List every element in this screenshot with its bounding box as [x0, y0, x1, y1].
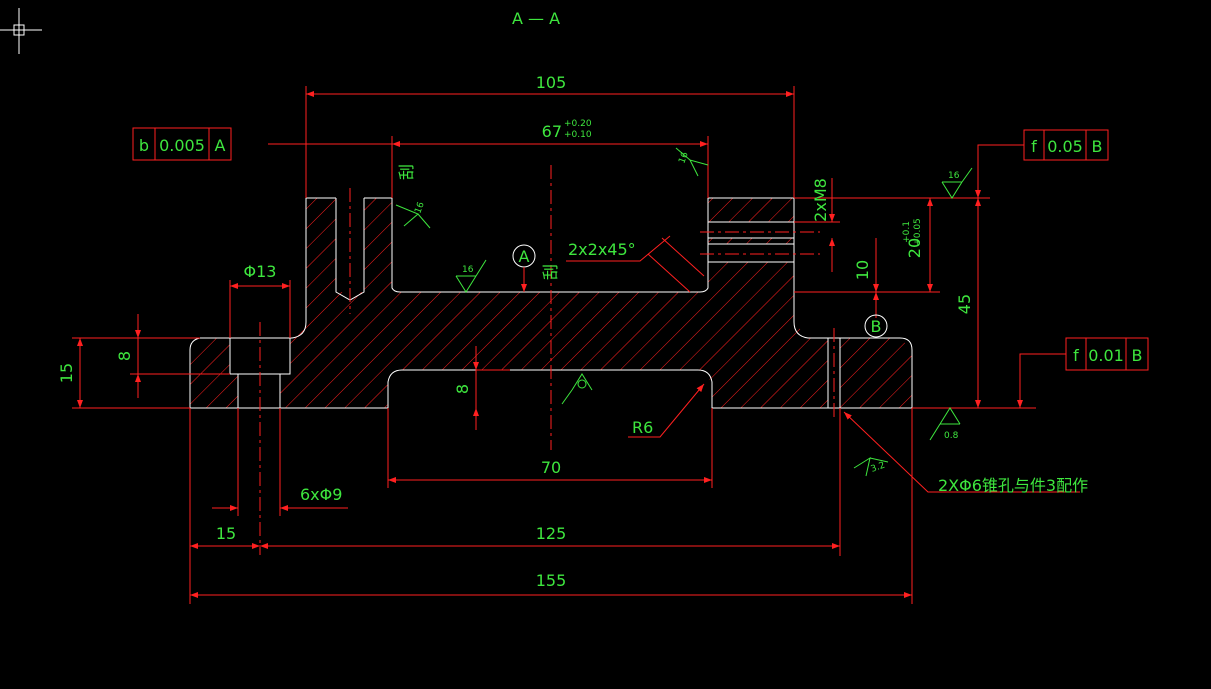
roughness-top-right-value: 16 — [948, 171, 960, 181]
tol-left-symbol: b — [139, 136, 149, 155]
dim-67-tol-upper: +0.20 — [564, 119, 592, 129]
roughness-symbol-floor-icon: 16 — [455, 259, 487, 293]
roughness-symbol-left-wall-icon: 16 — [395, 201, 431, 229]
roughness-symbol-cone-icon: 3.2 — [853, 456, 889, 477]
tol-right-mid-value: 0.01 — [1088, 346, 1124, 365]
roughness-symbol-right-wall-icon: 16 — [675, 147, 709, 177]
dim-67-tol-lower: +0.10 — [564, 130, 592, 140]
tol-right-top-symbol: f — [1031, 137, 1037, 156]
roughness-cone-value: 3.2 — [870, 461, 887, 475]
section-title: A — A — [512, 9, 560, 28]
roughness-symbol-bottom-right-icon: 0.8 — [929, 407, 961, 441]
dim-15-bottom-label: 15 — [216, 524, 236, 543]
dimension-2xm8[interactable]: 2xM8 — [794, 178, 990, 272]
scrape-label-center: 刮 — [541, 264, 560, 280]
center-lines — [259, 165, 835, 555]
datum-a-label: A — [519, 247, 530, 266]
tol-left-datum: A — [215, 136, 226, 155]
dim-2xm8-label: 2xM8 — [811, 178, 830, 222]
tol-right-top-datum: B — [1092, 137, 1103, 156]
dimension-chamfer[interactable]: 2x2x45° — [566, 235, 705, 293]
tolerance-frame-left[interactable]: b 0.005 A — [132, 127, 232, 161]
dim-10-label: 10 — [853, 260, 872, 280]
dim-67-label: 67 — [542, 122, 562, 141]
dim-20-label: 20 — [905, 238, 924, 258]
scrape-note-top: 刮 — [397, 164, 416, 180]
dimension-phi13[interactable]: Φ13 — [229, 262, 291, 338]
dim-8-left-label: 8 — [115, 351, 134, 361]
dim-20-tol-upper: +0.1 — [902, 221, 912, 243]
crosshair-cursor-icon — [0, 8, 42, 54]
dimension-15-bottom[interactable]: 15 — [190, 524, 260, 549]
dimension-r6[interactable]: R6 — [628, 383, 705, 438]
dimension-67[interactable]: 67 +0.20 +0.10 — [268, 119, 709, 198]
dimension-105[interactable]: 105 — [305, 73, 795, 198]
dim-r6-label: R6 — [632, 418, 653, 437]
dim-6xphi9-label: 6xΦ9 — [300, 485, 342, 504]
dimension-155[interactable]: 155 — [189, 408, 913, 604]
dim-15-left-label: 15 — [57, 363, 76, 383]
dim-105-label: 105 — [536, 73, 567, 92]
dim-20-tol-lower: +0.05 — [913, 218, 923, 246]
dimension-70[interactable]: 70 — [387, 408, 713, 488]
tol-right-mid-symbol: f — [1073, 346, 1079, 365]
cone-holes-label: 2XΦ6锥孔与件3配作 — [938, 476, 1088, 495]
dim-155-label: 155 — [536, 571, 567, 590]
scrape-label-top: 刮 — [397, 164, 416, 180]
dim-phi13-label: Φ13 — [244, 262, 277, 281]
dimension-15-left[interactable]: 15 — [57, 337, 200, 409]
dimension-8-slot[interactable]: 8 — [453, 346, 510, 430]
tolerance-frame-right-mid[interactable]: f 0.01 B — [1017, 337, 1149, 408]
tol-right-top-value: 0.05 — [1047, 137, 1083, 156]
dimension-125[interactable]: 125 — [260, 408, 841, 556]
tol-right-mid-datum: B — [1132, 346, 1143, 365]
dimension-8-left[interactable]: 8 — [115, 314, 230, 398]
cone-holes-note[interactable]: 2XΦ6锥孔与件3配作 — [843, 411, 1088, 495]
dim-8-slot-label: 8 — [453, 384, 472, 394]
dim-70-label: 70 — [541, 458, 561, 477]
datum-b-label: B — [871, 317, 882, 336]
roughness-symbol-slot-icon — [561, 373, 593, 405]
tolerance-frame-right-top[interactable]: f 0.05 B — [975, 129, 1109, 198]
tol-left-value: 0.005 — [159, 136, 205, 155]
datum-a[interactable]: A — [512, 244, 536, 292]
dim-45-label: 45 — [955, 294, 974, 314]
dim-125-label: 125 — [536, 524, 567, 543]
roughness-bottom-right-value: 0.8 — [944, 431, 959, 441]
dim-chamfer-label: 2x2x45° — [568, 240, 636, 259]
roughness-left-wall-value: 16 — [413, 201, 426, 215]
roughness-right-wall-value: 16 — [677, 151, 690, 165]
dimension-10[interactable]: 10 — [794, 238, 940, 318]
scrape-note-center: 刮 — [541, 264, 560, 280]
roughness-floor-value: 16 — [462, 265, 474, 275]
roughness-symbol-top-right-icon: 16 — [941, 167, 973, 199]
dimension-20[interactable]: 20 +0.1 +0.05 — [902, 198, 933, 292]
dimension-45[interactable]: 45 — [912, 198, 1036, 409]
datum-b[interactable]: B — [864, 314, 888, 338]
dimension-6xphi9[interactable]: 6xΦ9 — [212, 408, 348, 516]
